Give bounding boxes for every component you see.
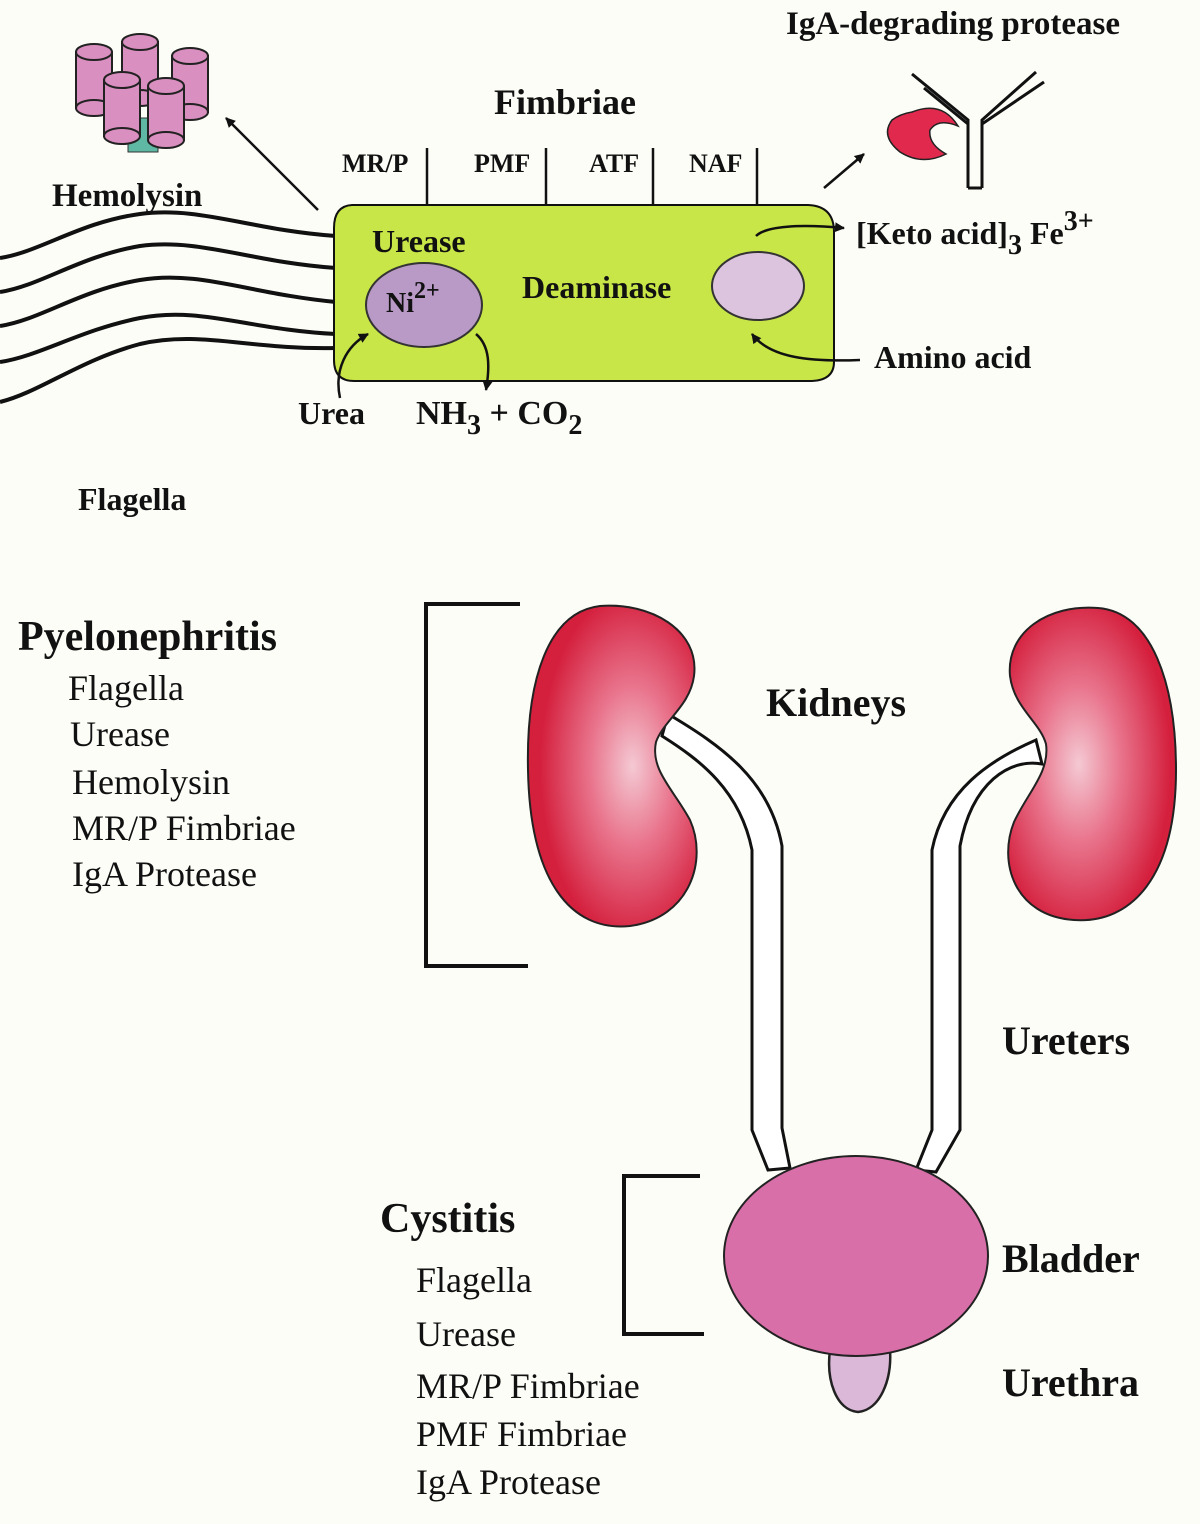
fimbriae-title: Fimbriae [494, 82, 636, 122]
products-label: NH3 + CO2 [416, 395, 582, 441]
flagella-label: Flagella [78, 481, 186, 517]
urease-enzyme-icon [365, 262, 483, 348]
amino-acid-arrow [751, 333, 861, 362]
bladder-icon [723, 1155, 989, 1357]
left-kidney-icon [526, 604, 698, 928]
fimbria-label-mrp: MR/P [342, 149, 409, 178]
pyelo-item: MR/P Fimbriae [72, 808, 296, 848]
pyelo-item: Urease [70, 714, 170, 754]
urea-label: Urea [298, 395, 365, 431]
cystitis-item: PMF Fimbriae [416, 1414, 627, 1454]
hemolysin-label: Hemolysin [52, 178, 202, 214]
hemolysin-arrow [225, 117, 319, 211]
pyelonephritis-bracket [424, 602, 528, 968]
right-kidney-icon [1007, 606, 1178, 922]
products-arrow [475, 333, 493, 391]
bladder-label: Bladder [1002, 1236, 1140, 1281]
fimbria-label-naf: NAF [689, 149, 742, 178]
ureters-label: Ureters [1002, 1018, 1130, 1063]
protease-arrow [823, 153, 865, 189]
pyelo-item: IgA Protease [72, 854, 257, 894]
cystitis-item: Flagella [416, 1260, 532, 1300]
pyelo-item: Flagella [68, 668, 184, 708]
urease-label: Urease [372, 223, 466, 259]
fimbria-label-pmf: PMF [474, 149, 530, 178]
nickel-charge: 2+ [414, 278, 440, 304]
pyelo-item: Hemolysin [72, 762, 230, 802]
protease-icon [886, 107, 960, 161]
urea-arrow [337, 332, 369, 399]
pyelonephritis-title: Pyelonephritis [18, 614, 277, 660]
cystitis-item: MR/P Fimbriae [416, 1366, 640, 1406]
deaminase-label: Deaminase [522, 269, 671, 305]
cystitis-bracket [622, 1174, 704, 1336]
deaminase-enzyme-icon [711, 251, 805, 321]
cystitis-item: Urease [416, 1314, 516, 1354]
nickel-ion-label: Ni2+ [386, 278, 440, 319]
kidneys-label: Kidneys [766, 680, 906, 725]
fimbriae-lines [425, 148, 759, 207]
amino-acid-label: Amino acid [874, 339, 1032, 375]
cystitis-item: IgA Protease [416, 1462, 601, 1502]
flagella-icon [0, 210, 337, 404]
keto-acid-arrow [755, 222, 845, 237]
iga-protease-label: IgA-degrading protease [786, 6, 1120, 42]
urethra-icon [827, 1348, 892, 1414]
cystitis-title: Cystitis [380, 1196, 515, 1242]
hemolysin-icon [75, 33, 209, 153]
keto-acid-label: [Keto acid]3 Fe3+ [856, 206, 1094, 261]
antibody-icon [911, 70, 1045, 190]
fimbria-label-atf: ATF [589, 149, 639, 178]
urethra-label: Urethra [1002, 1360, 1139, 1405]
ureters-icon [660, 711, 1045, 1174]
